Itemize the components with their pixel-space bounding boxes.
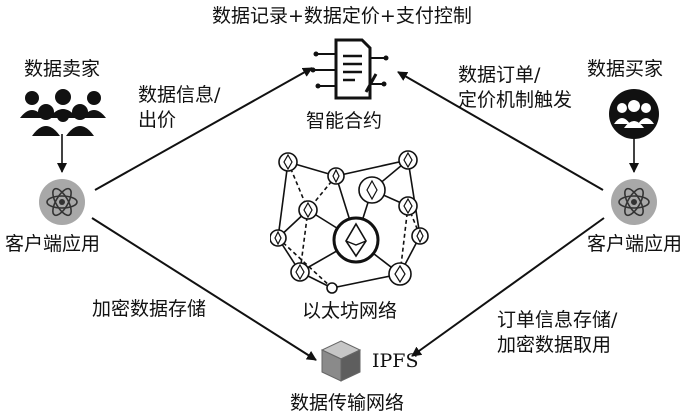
arrow-right-to-contract <box>397 71 604 191</box>
arrow-left-to-contract <box>94 67 313 191</box>
buyer-title: 数据买家 <box>587 58 664 80</box>
client-left-label: 客户端应用 <box>5 233 101 255</box>
group-in-circle-icon <box>609 89 659 139</box>
edge-seller-ipfs: 加密数据存储 <box>92 298 207 320</box>
contract-gear-icon <box>310 38 389 100</box>
crowd-icon <box>20 89 106 136</box>
seller-title: 数据卖家 <box>24 58 101 80</box>
arrow-left-to-ipfs <box>91 217 317 361</box>
ethereum-network-graph <box>270 150 429 294</box>
edge-buyer-contract-line1: 数据订单/ <box>458 64 541 86</box>
ipfs-label: IPFS <box>372 350 419 372</box>
ethereum-label: 以太坊网络 <box>302 300 398 322</box>
atom-icon <box>611 179 657 225</box>
edge-buyer-contract-line2: 定价机制触发 <box>458 89 573 111</box>
client-right-label: 客户端应用 <box>587 233 683 255</box>
edge-seller-contract-line1: 数据信息/ <box>138 84 221 106</box>
network-label: 数据传输网络 <box>290 392 405 414</box>
smart-contract-label: 智能合约 <box>306 110 383 132</box>
top-caption: 数据记录+数据定价+支付控制 <box>212 5 472 27</box>
atom-icon <box>39 179 85 225</box>
edge-seller-contract-line2: 出价 <box>138 109 177 131</box>
edge-buyer-ipfs-line1: 订单信息存储/ <box>497 309 618 331</box>
cube-icon <box>320 340 362 382</box>
arrow-right-to-ipfs <box>411 217 605 357</box>
edge-buyer-ipfs-line2: 加密数据取用 <box>497 334 612 356</box>
